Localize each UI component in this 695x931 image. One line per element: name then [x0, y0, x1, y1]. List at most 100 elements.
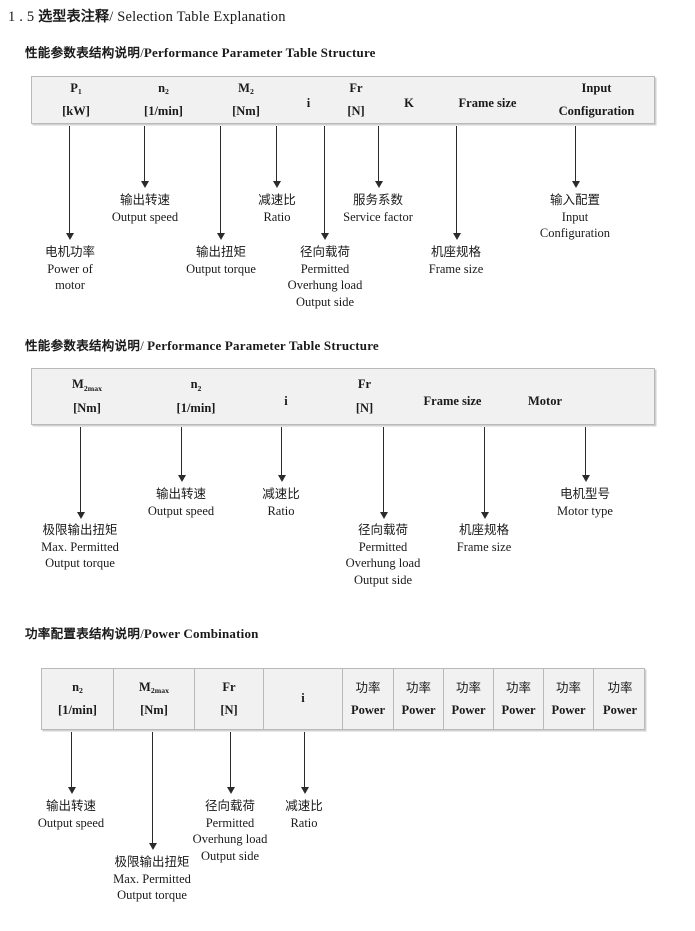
table-header-line1: Frame size [458, 96, 517, 111]
callout-overhung-load: 径向载荷 Permitted Overhung load Output side [288, 244, 363, 310]
callout-en: Overhung load [192, 832, 268, 846]
callout-cn: 电机型号 [559, 486, 610, 501]
table-header-line1: i [301, 691, 305, 706]
callout-cn: 机座规格 [430, 244, 481, 259]
arrow-ratio-3 [300, 732, 309, 794]
table-header-line2: Power [350, 703, 385, 717]
table-header-cell: M2max[Nm] [32, 369, 142, 424]
callout-en: Permitted [358, 539, 408, 554]
callout-cn: 减速比 [258, 192, 296, 207]
section-heading-2-separator: / [140, 338, 144, 353]
table-header-line1: 功率 [355, 679, 381, 695]
table-header-line1: i [284, 393, 288, 408]
callout-en: Ratio [263, 209, 291, 224]
section-heading-1-separator: / [140, 45, 144, 60]
table-header-line2: [N] [220, 703, 238, 717]
callout-overhung-load-3: 径向载荷 Permitted Overhung load Output side [193, 798, 268, 864]
callout-en: Output speed [37, 815, 105, 830]
callout-en: Output torque [186, 261, 256, 276]
callout-cn: 径向载荷 [204, 798, 256, 813]
callout-cn: 电机功率 [44, 244, 96, 259]
callout-en: Service factor [343, 209, 413, 224]
callout-cn: 极限输出扭矩 [114, 854, 190, 869]
arrow-output-speed [140, 126, 149, 188]
document-title: 1 . 5 选型表注释/ Selection Table Explanation [8, 6, 286, 26]
callout-max-permitted-output-torque: 极限输出扭矩 Max. Permitted Output torque [41, 522, 119, 572]
section-heading-1: 性能参数表结构说明/Performance Parameter Table St… [25, 42, 376, 61]
callout-en: Permitted [300, 261, 350, 276]
table-header-line2: Power [501, 703, 536, 717]
callout-en: Output torque [45, 556, 115, 570]
callout-en: Output side [201, 848, 259, 863]
table-header-line1: 功率 [555, 679, 581, 695]
arrow-frame-size [452, 126, 461, 240]
callout-max-permitted-output-torque-3: 极限输出扭矩 Max. Permitted Output torque [113, 854, 191, 904]
callout-cn: 径向载荷 [357, 522, 409, 537]
table-header-line1: Input [581, 80, 612, 95]
table-header-line1: M2max [139, 679, 169, 696]
callout-en: Output side [296, 294, 354, 309]
document-title-cn: 选型表注释 [38, 9, 110, 25]
table-header-line1: M2max [72, 377, 102, 393]
arrow-service-factor [374, 126, 383, 188]
table-header-line1: Fr [349, 80, 363, 95]
callout-en: Max. Permitted [113, 871, 191, 886]
callout-cn: 输出转速 [119, 192, 170, 207]
table-header-cell: Motor [498, 369, 592, 424]
arrow-max-permitted-output-torque [76, 427, 85, 519]
table-header-line1: 功率 [505, 679, 531, 695]
document-title-en: Selection Table Explanation [117, 9, 286, 25]
section-heading-1-en: Performance Parameter Table Structure [143, 45, 376, 60]
table-header-line1: n2 [190, 377, 202, 393]
table-header-cell: n2[1/min] [42, 669, 113, 729]
table-header-line1: P1 [70, 80, 82, 97]
table-header-cell: Fr[N] [322, 369, 407, 424]
document-title-separator: / [109, 9, 114, 25]
table-header-line2: [1/min] [144, 104, 183, 118]
table-header-line1: n2 [158, 80, 169, 97]
callout-cn: 减速比 [285, 798, 323, 813]
callout-output-speed-2: 输出转速 Output speed [148, 486, 214, 519]
callout-en: Frame size [428, 261, 484, 276]
section-heading-3-separator: / [140, 626, 144, 641]
table-header-cell: K [380, 77, 438, 123]
callout-ratio: 减速比 Ratio [258, 192, 296, 225]
arrow-max-permitted-output-torque-3 [148, 732, 157, 850]
callout-service-factor: 服务系数 Service factor [343, 192, 413, 225]
callout-frame-size: 机座规格 Frame size [429, 244, 484, 277]
callout-en: Output torque [117, 888, 187, 902]
table-header-line2: [kW] [62, 104, 90, 118]
table-header-line2: [Nm] [232, 104, 260, 118]
callout-cn: 输出扭矩 [195, 244, 247, 259]
table-header-line1: 功率 [405, 679, 431, 695]
callout-cn: 服务系数 [352, 192, 404, 207]
section-heading-3-cn: 功率配置表结构说明 [25, 626, 141, 641]
arrow-ratio-2 [277, 427, 286, 482]
table-header-line2: [1/min] [58, 703, 97, 717]
callout-cn: 输出转速 [155, 486, 206, 501]
table-header-cell: P1 [kW] [32, 77, 120, 123]
callout-overhung-load-2: 径向载荷 Permitted Overhung load Output side [346, 522, 421, 588]
table-header-cell: n2[1/min] [142, 369, 250, 424]
callout-output-speed: 输出转速 Output speed [112, 192, 178, 225]
arrow-overhung-load [320, 126, 329, 240]
table-header-cell: n2 [1/min] [120, 77, 207, 123]
table-header-cell: i [263, 669, 342, 729]
callout-cn: 减速比 [262, 486, 300, 501]
arrow-ratio [272, 126, 281, 188]
table-header-line1: Fr [357, 377, 372, 392]
callout-en: Output side [354, 572, 412, 587]
section-heading-1-cn: 性能参数表结构说明 [25, 45, 141, 60]
callout-cn: 极限输出扭矩 [42, 522, 118, 537]
section-number: 1 . 5 [8, 9, 35, 25]
callout-ratio-3: 减速比 Ratio [285, 798, 323, 831]
table-header-line1: 功率 [455, 679, 481, 695]
section-heading-3-en: Power Combination [143, 626, 259, 641]
callout-cn: 机座规格 [458, 522, 509, 537]
table-header-cell: Fr[N] [332, 77, 380, 123]
